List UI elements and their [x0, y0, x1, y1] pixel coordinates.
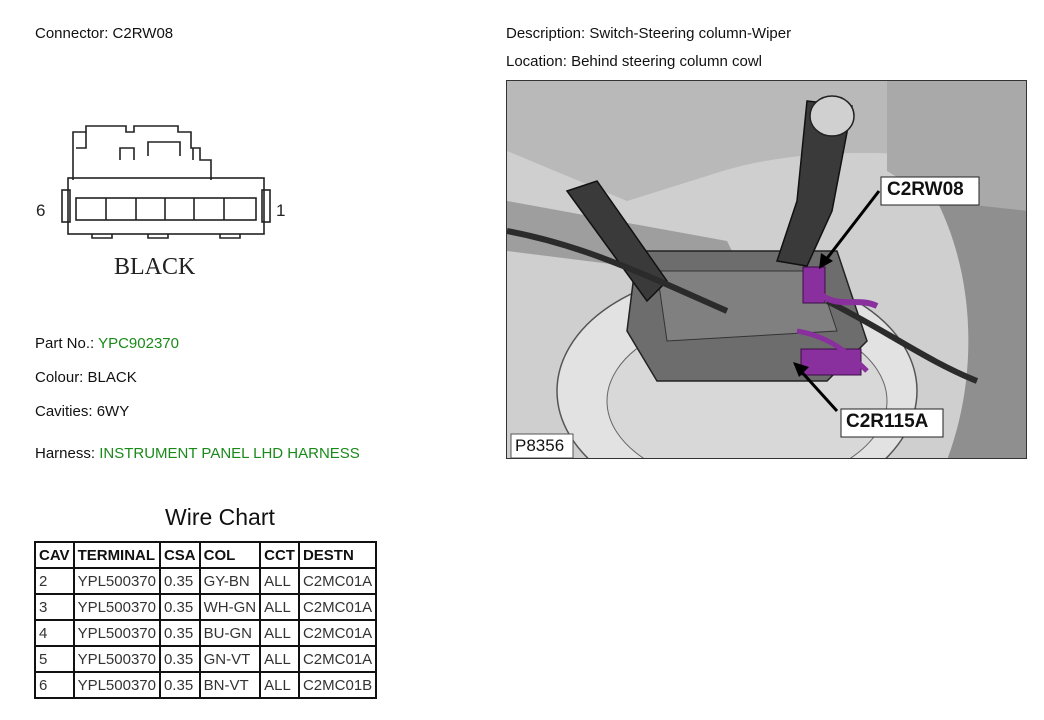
cavities-line: Cavities: 6WY: [35, 403, 129, 421]
wire-chart-title: Wire Chart: [165, 504, 275, 530]
location-label: Location:: [506, 53, 567, 70]
description-label: Description:: [506, 25, 586, 42]
cell-csa: 0.35: [158, 619, 201, 647]
cell-csa: 0.35: [158, 645, 201, 673]
colour-label: Colour:: [35, 369, 84, 386]
header-col: COL: [198, 541, 262, 569]
cavities-label: Cavities:: [35, 403, 93, 420]
cell-cct: ALL: [259, 619, 300, 647]
connector-heading: Connector: C2RW08: [35, 25, 173, 43]
cavities-value: 6WY: [96, 403, 130, 420]
cell-cct: ALL: [259, 645, 300, 673]
cell-cav: 6: [34, 671, 75, 699]
cell-destn: C2MC01A: [297, 567, 378, 595]
photo-reference: P8356: [515, 436, 565, 455]
cell-cav: 2: [34, 567, 75, 595]
cell-destn: C2MC01A: [297, 593, 378, 621]
part-number-label: Part No.:: [35, 335, 95, 352]
connector-colour-label: BLACK: [114, 254, 196, 280]
header-terminal: TERMINAL: [72, 541, 161, 569]
table-row: 3 YPL500370 0.35 WH-GN ALL C2MC01A: [34, 593, 378, 621]
colour-line: Colour: BLACK: [35, 369, 137, 387]
cell-col: GY-BN: [198, 567, 262, 595]
cell-terminal: YPL500370: [72, 645, 161, 673]
cell-destn: C2MC01B: [297, 671, 378, 699]
cell-col: WH-GN: [198, 593, 262, 621]
callout-label-bottom: C2R115A: [846, 411, 929, 432]
cell-cct: ALL: [259, 671, 300, 699]
location-line: Location: Behind steering column cowl: [506, 53, 762, 71]
cell-cav: 5: [34, 645, 75, 673]
part-number-link[interactable]: YPC902370: [98, 335, 179, 352]
cell-col: BU-GN: [198, 619, 262, 647]
cell-destn: C2MC01A: [297, 645, 378, 673]
description-line: Description: Switch-Steering column-Wipe…: [506, 25, 791, 43]
table-row: 4 YPL500370 0.35 BU-GN ALL C2MC01A: [34, 619, 378, 647]
cell-terminal: YPL500370: [72, 671, 161, 699]
cell-cav: 4: [34, 619, 75, 647]
pin-label-right: 1: [276, 201, 285, 220]
part-number-line: Part No.: YPC902370: [35, 335, 179, 353]
description-value: Switch-Steering column-Wiper: [589, 25, 792, 42]
cell-csa: 0.35: [158, 567, 201, 595]
cell-csa: 0.35: [158, 671, 201, 699]
location-value: Behind steering column cowl: [571, 53, 762, 70]
header-destn: DESTN: [297, 541, 378, 569]
location-photo: C2RW08 C2R115A P8356: [506, 80, 1027, 459]
cell-cct: ALL: [259, 567, 300, 595]
cell-terminal: YPL500370: [72, 593, 161, 621]
wire-chart-table: CAV TERMINAL CSA COL CCT DESTN 2 YPL5003…: [34, 541, 378, 699]
callout-label-top: C2RW08: [887, 179, 964, 200]
table-row: 5 YPL500370 0.35 GN-VT ALL C2MC01A: [34, 645, 378, 673]
cell-col: BN-VT: [198, 671, 262, 699]
cell-cav: 3: [34, 593, 75, 621]
header-csa: CSA: [158, 541, 201, 569]
table-row: 2 YPL500370 0.35 GY-BN ALL C2MC01A: [34, 567, 378, 595]
pin-label-left: 6: [36, 201, 45, 220]
cell-col: GN-VT: [198, 645, 262, 673]
harness-line: Harness: INSTRUMENT PANEL LHD HARNESS: [35, 445, 360, 463]
cell-cct: ALL: [259, 593, 300, 621]
cell-destn: C2MC01A: [297, 619, 378, 647]
cell-terminal: YPL500370: [72, 567, 161, 595]
harness-label: Harness:: [35, 445, 96, 462]
table-row: 6 YPL500370 0.35 BN-VT ALL C2MC01B: [34, 671, 378, 699]
harness-link[interactable]: INSTRUMENT PANEL LHD HARNESS: [99, 445, 360, 462]
connector-face-diagram: 6 1 BLACK: [36, 125, 285, 280]
wire-chart-header-row: CAV TERMINAL CSA COL CCT DESTN: [34, 541, 378, 569]
header-cav: CAV: [34, 541, 75, 569]
colour-value: BLACK: [87, 369, 137, 386]
connector-label: Connector:: [35, 25, 109, 42]
cell-terminal: YPL500370: [72, 619, 161, 647]
cell-csa: 0.35: [158, 593, 201, 621]
connector-value: C2RW08: [112, 25, 174, 42]
header-cct: CCT: [259, 541, 300, 569]
